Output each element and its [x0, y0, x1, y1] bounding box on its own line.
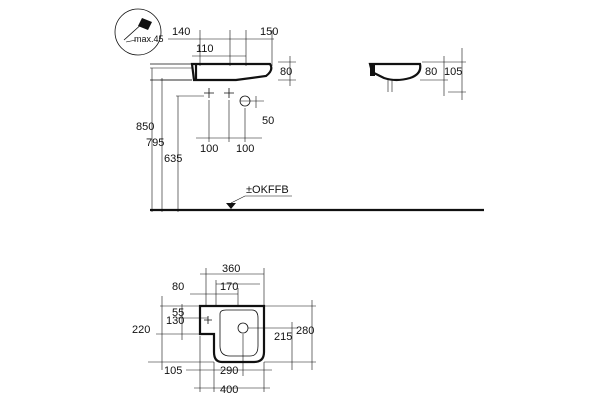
floor-marker-icon [226, 203, 236, 209]
plan-dim-290: 290 [220, 365, 238, 377]
top-extension-lines [199, 30, 273, 66]
plan-bottom-extension-lines [199, 334, 265, 392]
plan-dim-55: 55 [172, 307, 184, 319]
plan-bottom-dim-lines [186, 369, 272, 389]
height-795: 795 [146, 137, 164, 149]
front-dim-105: 105 [444, 66, 462, 78]
plan-right-dim-lines [291, 300, 313, 370]
plan-dim-215: 215 [274, 331, 292, 343]
dim-140: 140 [172, 26, 190, 38]
basin-level-lines [150, 63, 192, 81]
plan-view: 360 80 170 55 130 220 215 280 105 290 40… [132, 263, 316, 396]
dim-100-b: 100 [236, 143, 254, 155]
basin-plan-outline [198, 304, 266, 364]
dim-50-label: 50 [262, 115, 274, 127]
plan-top-extension-lines [205, 268, 265, 306]
dim-80-label: 80 [280, 66, 292, 78]
plan-dim-80: 80 [172, 281, 184, 293]
basin-bowl-outline [219, 309, 259, 357]
plan-dim-280: 280 [296, 325, 314, 337]
height-635: 635 [164, 153, 182, 165]
floor-label-leader [230, 195, 292, 204]
plan-top-dim-lines [190, 273, 264, 295]
front-drain [387, 80, 393, 92]
dim-110: 110 [196, 43, 214, 55]
basin-front-outline [368, 62, 422, 82]
inset-circle [114, 8, 162, 56]
inset-angle-line [125, 39, 137, 43]
inset-valve-icon [138, 18, 152, 30]
plan-dim-220: 220 [132, 324, 150, 336]
angle-detail-inset: max.45 [114, 8, 164, 56]
height-extension-lines [150, 67, 204, 97]
top-dim-lines [168, 38, 274, 57]
bottom-extension-lines [208, 100, 246, 142]
floor-label: ±OKFFB [246, 184, 289, 196]
plan-dim-170: 170 [220, 281, 238, 293]
plan-left-dim-lines [161, 296, 183, 370]
plan-dim-400: 400 [220, 384, 238, 396]
tap-hole-icon [204, 316, 212, 324]
water-connection-right [224, 88, 234, 98]
plan-right-extension-lines [248, 305, 316, 363]
dim-80-lines [278, 56, 296, 86]
front-dim-80: 80 [425, 66, 437, 78]
height-dim-lines [151, 68, 179, 212]
plan-dim-130: 130 [166, 315, 184, 327]
basin-side-outline [190, 62, 273, 82]
dim-100-a: 100 [200, 143, 218, 155]
front-tap-deck [370, 64, 375, 76]
water-connection-left [204, 88, 214, 98]
dim-150: 150 [260, 26, 278, 38]
front-view: 80 105 [368, 48, 466, 100]
plan-dim-360: 360 [222, 263, 240, 275]
front-dim-105-lines [448, 48, 466, 100]
plan-left-extension-lines [148, 305, 214, 363]
front-dim-80-lines [420, 56, 448, 96]
drain-hole-icon [237, 322, 249, 334]
plan-dim-105: 105 [164, 365, 182, 377]
inset-label: max.45 [134, 34, 164, 44]
side-view: 140 150 110 80 50 100 100 850 795 635 [136, 26, 484, 212]
height-850: 850 [136, 121, 154, 133]
